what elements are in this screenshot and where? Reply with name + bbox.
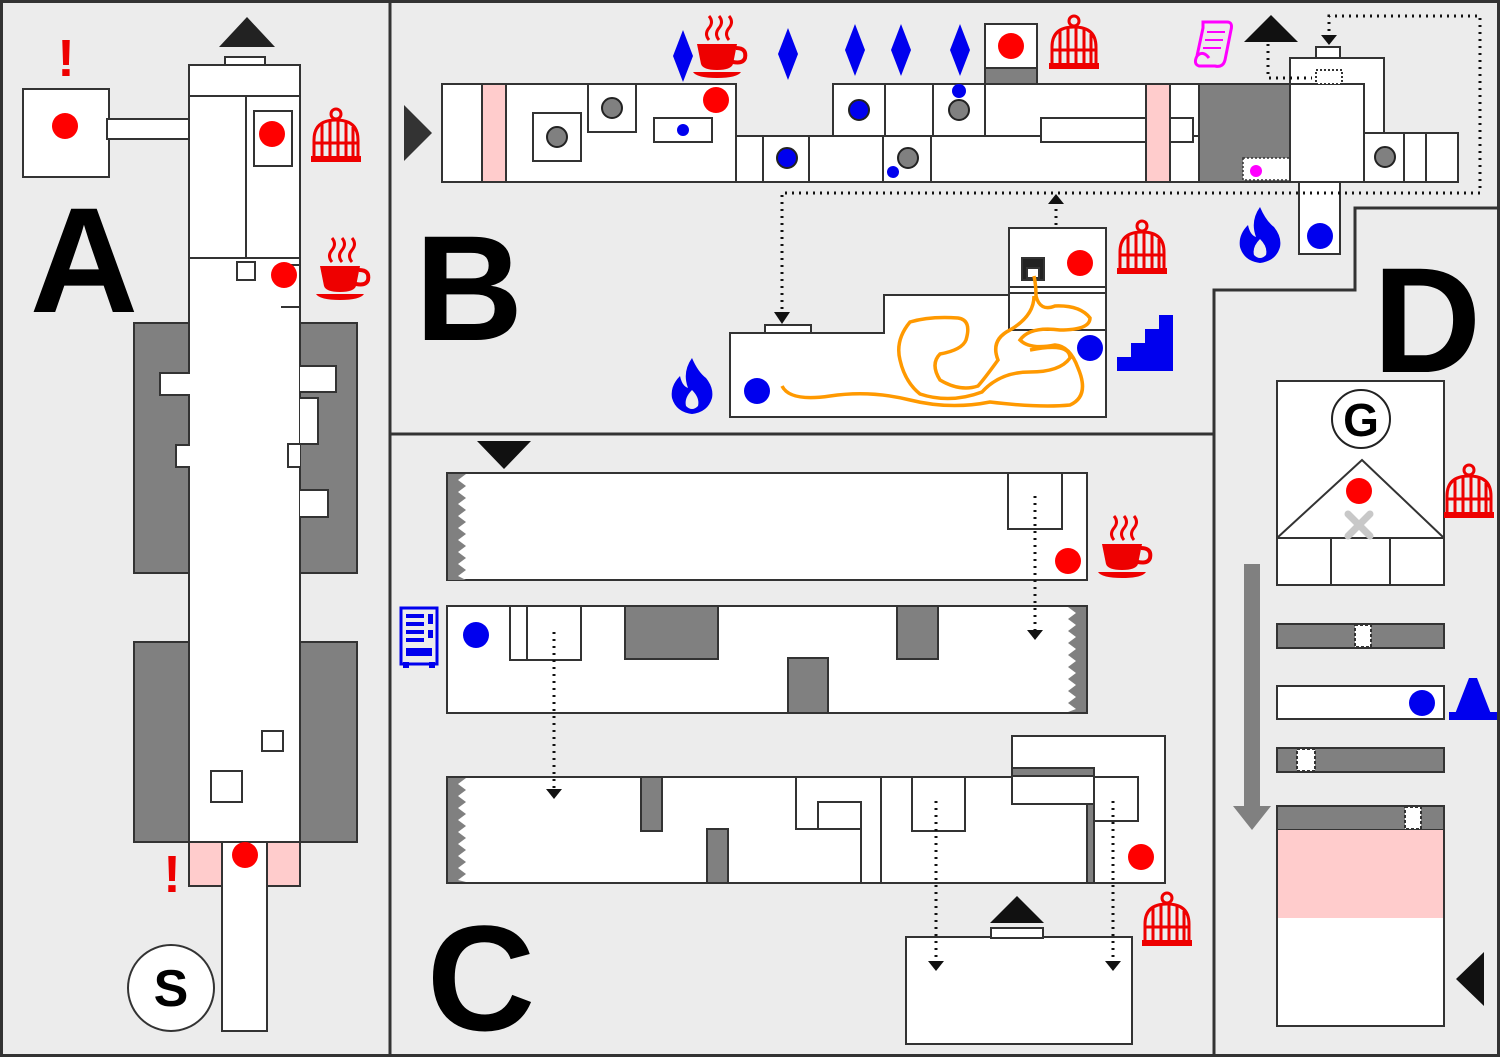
special-item-marker [1250, 165, 1262, 177]
enemy-marker [232, 842, 258, 868]
enemy-marker [1128, 844, 1154, 870]
spike-wall [448, 474, 466, 580]
connector-arrowhead [1321, 35, 1337, 45]
hallway [446, 472, 1088, 581]
goal-label: G [1343, 394, 1379, 446]
region-label-a: A [30, 176, 138, 344]
enemy-marker [998, 33, 1024, 59]
region-c: C [399, 441, 1194, 1057]
corridor-divider [224, 56, 266, 66]
exit-arrow-icon [219, 17, 275, 47]
region-a: ! ! A S [22, 17, 371, 1032]
exit-arrow-icon [404, 105, 432, 161]
hallway-room [509, 605, 582, 661]
enemy-marker [703, 87, 729, 113]
building [441, 23, 1200, 183]
connector-arrowhead [928, 961, 944, 971]
hallway-room [1007, 472, 1063, 530]
exit-arrow-icon [1244, 15, 1298, 42]
descent-arrow-shaft [1244, 564, 1260, 810]
connector-arrowhead [1027, 630, 1043, 640]
connector-paths [780, 14, 1482, 316]
enemy-marker [1346, 478, 1372, 504]
region-label-b: B [415, 204, 523, 372]
region-d: D G [1233, 236, 1497, 1027]
wall-blocks [133, 322, 358, 843]
descent-arrow-icon [1233, 806, 1271, 830]
lower-building [729, 227, 1107, 418]
connector-arrowhead [1105, 961, 1121, 971]
start-marker [127, 944, 215, 1032]
enemy-marker [1055, 548, 1081, 574]
enemy-marker [259, 121, 285, 147]
gray-discs [546, 97, 1396, 169]
alert-icon: ! [163, 846, 180, 904]
exit-arrow-icon [990, 896, 1044, 923]
hallway [446, 776, 1095, 884]
floor-bars [1276, 623, 1445, 1027]
start-label: S [154, 960, 189, 1018]
enemy-marker [1067, 250, 1093, 276]
enemy-marker [271, 262, 297, 288]
wall-blocks [624, 605, 939, 714]
alert-icon: ! [57, 30, 74, 88]
player-item-marker [1409, 690, 1435, 716]
player-item-marker [463, 622, 489, 648]
region-b: B [404, 14, 1482, 418]
spike-wall [1068, 607, 1086, 712]
region-label-d: D [1373, 236, 1481, 404]
connector-paths [552, 496, 1115, 962]
region-label-c: C [427, 894, 535, 1057]
spike-wall [448, 778, 466, 882]
goal-marker [1331, 389, 1391, 449]
connector-arrowhead [1048, 194, 1064, 204]
player-items [677, 84, 1333, 404]
x-mark-icon [1344, 510, 1374, 540]
route-path [780, 275, 1092, 408]
connector-arrowhead [774, 312, 790, 324]
enemy-marker [52, 113, 78, 139]
exit-arrow-icon [477, 441, 531, 469]
hidden-cell [1242, 157, 1291, 181]
right-building [1289, 46, 1459, 255]
hallway-rooms [795, 735, 1166, 1045]
exit-arrow-icon [1456, 952, 1484, 1006]
connector-arrowhead [546, 789, 562, 799]
